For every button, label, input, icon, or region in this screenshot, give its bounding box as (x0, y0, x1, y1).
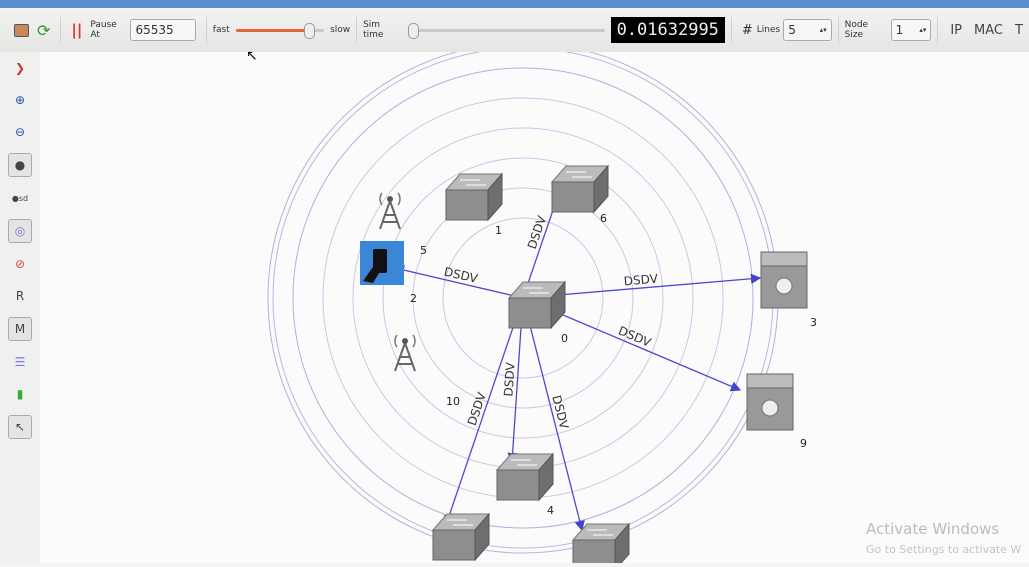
grid-lines-icon: # (741, 22, 753, 38)
node-size-label: Node Size (844, 20, 869, 40)
node-label: 10 (446, 395, 460, 408)
node-tower-5[interactable] (379, 192, 401, 230)
sim-time-label: Sim time (363, 20, 384, 40)
node-label: 0 (561, 332, 568, 345)
node-switch-0[interactable] (507, 280, 567, 330)
node-label: 5 (420, 244, 427, 257)
node-size-spinbox[interactable]: 1 ▴▾ (890, 19, 932, 41)
toolbar: ⟳ || Pause At 65535 fast slow Sim time 0… (0, 8, 1029, 53)
t-toggle[interactable]: T (1015, 22, 1023, 38)
side-toolbar: ❯ ⊕ ⊖ ● ●sd ◎ ⊘ R M ☰ ▮ ↖ (0, 52, 40, 563)
r-button[interactable]: R (15, 289, 25, 303)
node-switch-bl[interactable] (431, 512, 491, 562)
spin-arrows-icon[interactable]: ▴▾ (819, 26, 827, 34)
zoom-out-icon[interactable]: ⊖ (14, 125, 26, 139)
node-phone-2[interactable] (360, 241, 404, 285)
range-circle (382, 157, 664, 439)
mouse-cursor-icon: ↖ (246, 48, 258, 64)
lines-list-icon[interactable]: ☰ (14, 355, 26, 369)
link-label: DSDV (623, 272, 659, 289)
node-switch-br[interactable] (571, 522, 631, 567)
pause-at-input[interactable]: 65535 (130, 19, 196, 41)
fast-label: fast (212, 25, 230, 35)
time-display: 0.01632995 (610, 17, 725, 43)
sim-time-handle[interactable] (407, 22, 419, 39)
speed-slider[interactable] (235, 22, 325, 39)
node-label: 9 (800, 437, 807, 450)
activate-windows-watermark: Activate Windows (866, 520, 1000, 538)
node-tower-10[interactable] (394, 334, 416, 372)
node-size-value: 1 (895, 23, 904, 37)
lines-spinbox[interactable]: 5 ▴▾ (783, 19, 832, 41)
node-label: 6 (600, 212, 607, 225)
node-description-icon[interactable]: ● (8, 153, 32, 177)
spin-arrows-icon[interactable]: ▴▾ (919, 26, 927, 34)
node-switch-6[interactable] (550, 164, 610, 214)
node-router-3[interactable] (760, 251, 808, 309)
node-router-9[interactable] (746, 373, 794, 431)
node-switch-1[interactable] (444, 172, 504, 222)
activate-windows-subtext: Go to Settings to activate W (866, 543, 1022, 556)
lines-label: Lines (756, 25, 781, 35)
sim-time-slider[interactable] (407, 22, 605, 39)
open-file-icon[interactable] (14, 23, 29, 37)
link-2 (393, 265, 524, 299)
lines-value: 5 (788, 23, 796, 37)
cursor-xy-icon[interactable]: ↖ (8, 415, 32, 439)
link-br (522, 297, 585, 532)
wireless-circles-icon[interactable]: ◎ (8, 219, 32, 243)
mac-toggle[interactable]: MAC (974, 22, 1003, 38)
speed-slider-handle[interactable] (304, 22, 316, 39)
range-circle (292, 67, 754, 529)
pause-button[interactable]: || (71, 21, 83, 39)
battery-icon[interactable]: ▮ (16, 387, 24, 401)
expand-chevron-icon[interactable]: ❯ (14, 61, 26, 75)
node-switch-4[interactable] (495, 452, 555, 502)
node-label: 1 (495, 224, 502, 237)
node-label: 4 (547, 504, 554, 517)
ipv6-icon[interactable]: ●sd (11, 193, 29, 203)
range-circle (442, 217, 604, 379)
zoom-in-icon[interactable]: ⊕ (14, 93, 26, 107)
pause-at-label: Pause At (90, 20, 117, 40)
reload-icon[interactable]: ⟳ (37, 20, 51, 40)
range-circle (412, 187, 634, 409)
node-label: 2 (410, 292, 417, 305)
ip-toggle[interactable]: IP (950, 22, 963, 38)
node-label: 3 (810, 316, 817, 329)
link-label: DSDV (501, 361, 517, 397)
window-title-strip (0, 0, 1029, 8)
slow-label: slow (330, 25, 351, 35)
no-entry-icon[interactable]: ⊘ (14, 257, 26, 271)
link-bl (443, 297, 524, 527)
m-button[interactable]: M (8, 317, 32, 341)
